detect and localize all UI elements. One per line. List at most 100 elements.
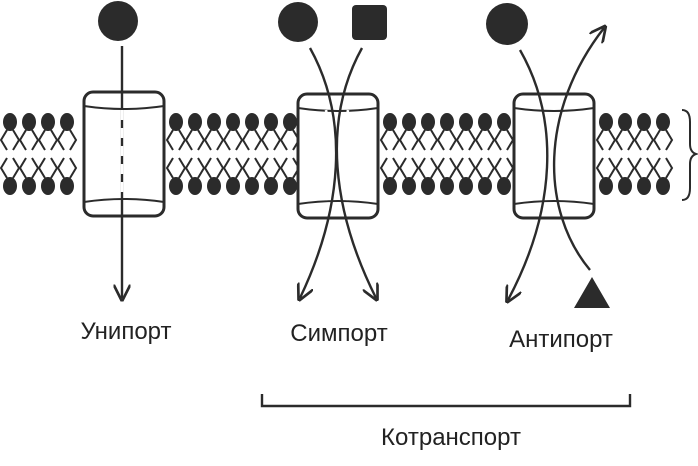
lipid-head-bottom [656,177,670,195]
lipid-tail-bottom [235,157,244,179]
symport-arrow-left [300,47,338,298]
lipid-head-bottom [599,177,613,195]
lipid-tail-top [50,129,59,151]
antiport-solute-circle [486,3,528,45]
lipid-tail-top [455,129,464,151]
lipid-tail-bottom [0,157,8,179]
lipid-tail-bottom [493,157,502,179]
lipid-tail-bottom [197,157,206,179]
antiport-label: Антипорт [509,326,613,353]
lipid-tail-bottom [614,157,623,179]
lipid-tail-bottom [222,157,231,179]
lipid-head-bottom [245,177,259,195]
symport-arrow-right [335,47,376,298]
symport-solute-square [352,5,387,40]
lipid-head-bottom [22,177,36,195]
lipid-head-top [618,113,632,131]
antiport-channel-bottom-curve [513,200,595,205]
lipid-tail-bottom [506,157,515,179]
lipid-tail-bottom [627,157,636,179]
lipid-tail-top [449,129,458,151]
lipid-head-top [41,113,55,131]
lipid-tail-top [12,129,21,151]
lipid-head-top [207,113,221,131]
lipid-head-bottom [383,177,397,195]
lipid-tail-bottom [50,157,59,179]
lipid-tail-top [37,129,46,151]
lipid-head-top [22,113,36,131]
lipid-tail-top [474,129,483,151]
lipid-tail-bottom [12,157,21,179]
antiport-arrow-dash-right [560,111,568,201]
lipid-tail-bottom [178,157,187,179]
lipid-tail-bottom [31,157,40,179]
lipid-tail-bottom [165,157,174,179]
lipid-head-top [478,113,492,131]
lipid-tail-top [184,129,193,151]
lipid-head-bottom [264,177,278,195]
symport-label: Симпорт [290,320,388,347]
lipid-head-bottom [3,177,17,195]
membrane-bracket [681,109,698,201]
lipid-tail-bottom [279,157,288,179]
lipid-head-top [188,113,202,131]
lipid-tail-top [178,129,187,151]
lipid-tail-top [392,129,401,151]
lipid-tail-bottom [260,157,269,179]
lipid-tail-top [235,129,244,151]
lipid-tail-top [417,129,426,151]
lipid-tail-bottom [652,157,661,179]
lipid-head-bottom [478,177,492,195]
uniport-solute-circle [98,1,138,41]
lipid-tail-top [241,129,250,151]
lipid-tail-bottom [216,157,225,179]
lipid-head-bottom [637,177,651,195]
lipid-head-bottom [497,177,511,195]
lipid-tail-bottom [398,157,407,179]
lipid-head-bottom [283,177,297,195]
lipid-head-top [226,113,240,131]
lipid-head-top [421,113,435,131]
antiport-channel-top-curve [513,107,595,112]
antiport-arrow-up [552,28,604,271]
lipid-tail-bottom [379,157,388,179]
lipid-head-top [283,113,297,131]
lipid-tail-top [254,129,263,151]
lipid-head-bottom [169,177,183,195]
lipid-tail-bottom [608,157,617,179]
lipid-head-top [440,113,454,131]
cotransport-bracket [260,394,632,408]
lipid-head-top [169,113,183,131]
lipid-tail-top [260,129,269,151]
lipid-head-top [637,113,651,131]
lipid-tail-bottom [203,157,212,179]
uniport-group [82,1,166,298]
lipid-tail-top [18,129,27,151]
lipid-tail-top [614,129,623,151]
lipid-tail-top [608,129,617,151]
lipid-tail-bottom [633,157,642,179]
lipid-tail-top [273,129,282,151]
lipid-tail-top [222,129,231,151]
lipid-tail-bottom [392,157,401,179]
lipid-tail-bottom [436,157,445,179]
lipid-tail-top [493,129,502,151]
lipid-head-top [402,113,416,131]
lipid-tail-bottom [646,157,655,179]
lipid-head-bottom [421,177,435,195]
lipid-tail-bottom [430,157,439,179]
lipid-head-bottom [41,177,55,195]
lipid-head-bottom [618,177,632,195]
lipid-head-top [60,113,74,131]
lipid-tail-top [379,129,388,151]
lipid-tail-top [430,129,439,151]
lipid-tail-bottom [254,157,263,179]
lipid-tail-top [627,129,636,151]
lipid-tail-top [665,129,674,151]
lipid-tail-bottom [37,157,46,179]
lipid-head-bottom [459,177,473,195]
lipid-tail-bottom [184,157,193,179]
lipid-tail-bottom [18,157,27,179]
lipid-head-bottom [188,177,202,195]
